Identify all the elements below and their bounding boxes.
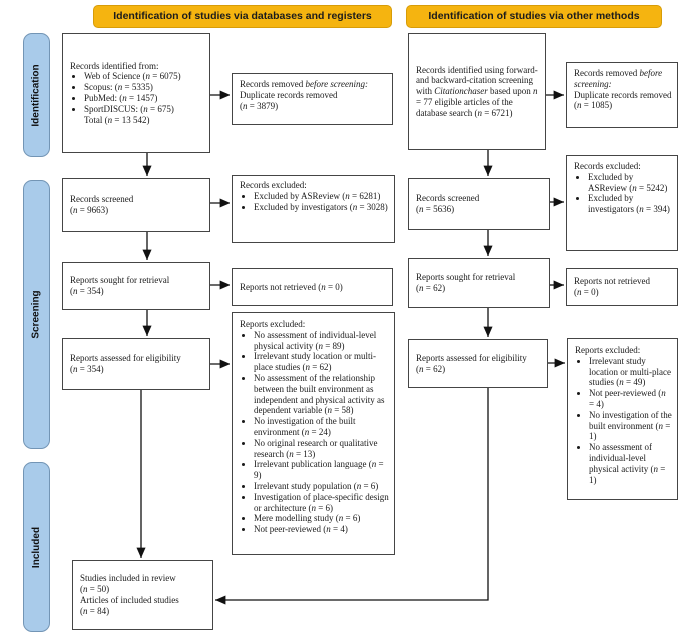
bullet-item: Not peer-reviewed (n = 4) — [254, 524, 389, 535]
box-text: (n = 354) — [70, 286, 104, 296]
box-text: (n = 5636) — [416, 204, 455, 214]
exclusion-list: Irrelevant study location or multi-place… — [575, 356, 672, 486]
box-text-italic: before screening: — [305, 79, 369, 89]
box-text: (n = 50) — [80, 584, 110, 595]
bullet-item: Scopus: (n = 5335) — [84, 82, 204, 93]
records-screened-db-box: Records screened (n = 9663) — [62, 178, 210, 232]
box-text: Reports excluded: — [240, 319, 306, 329]
bullet-item: Irrelevant study location or multi-place… — [589, 356, 672, 388]
bullet-item: No investigation of the built environmen… — [254, 416, 389, 438]
box-text: (n = 354) — [70, 364, 104, 374]
header-databases-registers: Identification of studies via databases … — [93, 5, 392, 28]
box-text: Records excluded: — [574, 161, 641, 171]
bullet-item: No investigation of the built environmen… — [589, 410, 672, 442]
records-excluded-cit-box: Records excluded: Excluded by ASReview (… — [566, 155, 678, 251]
box-text: Records excluded: — [240, 180, 307, 190]
exclusion-list: No assessment of individual-level physic… — [240, 330, 389, 535]
bullet-item: Not peer-reviewed (n = 4) — [589, 388, 672, 410]
box-text: (n = 3879) — [240, 100, 279, 111]
bullet-item: Irrelevant study location or multi-place… — [254, 351, 389, 373]
reports-sought-db-box: Reports sought for retrieval (n = 354) — [62, 262, 210, 310]
box-text: (n = 84) — [80, 605, 110, 616]
box-text: Records identified from: — [70, 60, 159, 71]
reports-sought-cit-box: Reports sought for retrieval (n = 62) — [408, 258, 550, 308]
stage-included: Included — [23, 462, 50, 632]
box-text: (n = 62) — [416, 283, 446, 293]
bullet-item: No original research or qualitative rese… — [254, 438, 389, 460]
box-text: Records identified using forward- and ba… — [416, 64, 538, 97]
reports-assessed-db-box: Reports assessed for eligibility (n = 35… — [62, 338, 210, 390]
bullet-item: Irrelevant publication language (n = 9) — [254, 459, 389, 481]
bullet-item: Excluded by investigators (n = 394) — [588, 193, 672, 215]
duplicates-removed-db-box: Records removed before screening: Duplic… — [232, 73, 393, 125]
reports-assessed-cit-box: Reports assessed for eligibility (n = 62… — [408, 339, 548, 388]
stage-identification: Identification — [23, 33, 50, 157]
stage-screening: Screening — [23, 180, 50, 449]
stage-identification-label: Identification — [31, 63, 43, 127]
box-text: based upon n = 77 eligible articles of t… — [416, 86, 538, 118]
records-identified-databases-box: Records identified from: Web of Science … — [62, 33, 210, 153]
bullet-item: Web of Science (n = 6075) — [84, 71, 204, 82]
box-text: Articles of included studies — [80, 595, 179, 605]
bullet-item: SportDISCUS: (n = 675) — [84, 104, 204, 115]
reports-not-retrieved-db-box: Reports not retrieved (n = 0) — [232, 268, 393, 306]
database-list: Web of Science (n = 6075) Scopus: (n = 5… — [70, 71, 204, 114]
header-other-label: Identification of studies via other meth… — [428, 9, 640, 22]
bullet-item: Investigation of place-specific design o… — [254, 492, 389, 514]
box-text: Duplicate records removed — [240, 89, 338, 100]
duplicates-removed-cit-box: Records removed before screening: Duplic… — [566, 62, 678, 128]
box-text: Reports sought for retrieval — [416, 272, 516, 283]
bullet-item: Excluded by ASReview (n = 5242) — [588, 172, 672, 194]
box-text: Duplicate records removed (n = 1085) — [574, 89, 672, 111]
stage-included-label: Included — [31, 526, 42, 568]
box-text-italic: Citationchaser — [434, 86, 488, 97]
records-identified-citation-box: Records identified using forward- and ba… — [408, 33, 546, 150]
box-text: Records screened — [70, 194, 134, 205]
box-text: Reports sought for retrieval — [70, 275, 170, 286]
bullet-item: Excluded by investigators (n = 3028) — [254, 202, 389, 213]
bullet-item: PubMed: (n = 1457) — [84, 93, 204, 104]
reports-not-retrieved-cit-box: Reports not retrieved (n = 0) — [566, 268, 678, 306]
reports-excluded-cit-box: Reports excluded: Irrelevant study locat… — [567, 338, 678, 500]
box-text: Reports not retrieved — [574, 276, 650, 287]
bullet-item: No assessment of individual-level physic… — [254, 330, 389, 352]
box-text: Records identified using forward- and ba… — [416, 65, 540, 119]
box-text: (n = 0) — [574, 287, 599, 297]
box-text: (n = 9663) — [70, 205, 109, 215]
bullet-item: Irrelevant study population (n = 6) — [254, 481, 389, 492]
records-excluded-db-box: Records excluded: Excluded by ASReview (… — [232, 175, 395, 243]
box-text: Records removed — [240, 79, 306, 89]
box-text: Records removed before screening: — [574, 68, 672, 90]
box-text: Reports assessed for eligibility — [70, 353, 181, 364]
studies-included-box: Studies included in review (n = 50) Arti… — [72, 560, 213, 630]
header-databases-label: Identification of studies via databases … — [113, 9, 372, 22]
box-text-italic: before screening: — [574, 68, 663, 89]
box-text: Reports excluded: — [575, 345, 641, 355]
bullet-item: Mere modelling study (n = 6) — [254, 513, 389, 524]
header-other-methods: Identification of studies via other meth… — [406, 5, 662, 28]
box-text: Reports not retrieved (n = 0) — [240, 281, 343, 292]
box-text: Total (n = 13 542) — [84, 114, 150, 125]
exclusion-list: Excluded by ASReview (n = 5242) Excluded… — [574, 172, 672, 215]
bullet-item: Excluded by ASReview (n = 6281) — [254, 191, 389, 202]
box-text: Records screened — [416, 193, 480, 204]
bullet-item: No assessment of individual-level physic… — [589, 442, 672, 485]
reports-excluded-db-box: Reports excluded: No assessment of indiv… — [232, 312, 395, 555]
records-screened-cit-box: Records screened (n = 5636) — [408, 178, 550, 230]
box-text: Reports assessed for eligibility — [416, 352, 527, 363]
box-text: Studies included in review — [80, 573, 176, 584]
bullet-item: No assessment of the relationship betwee… — [254, 373, 389, 416]
box-text: (n = 62) — [416, 363, 446, 374]
stage-screening-label: Screening — [31, 290, 43, 339]
box-text: Records removed before screening: — [240, 79, 387, 90]
box-text: Records removed — [574, 68, 640, 78]
exclusion-list: Excluded by ASReview (n = 6281) Excluded… — [240, 191, 389, 213]
